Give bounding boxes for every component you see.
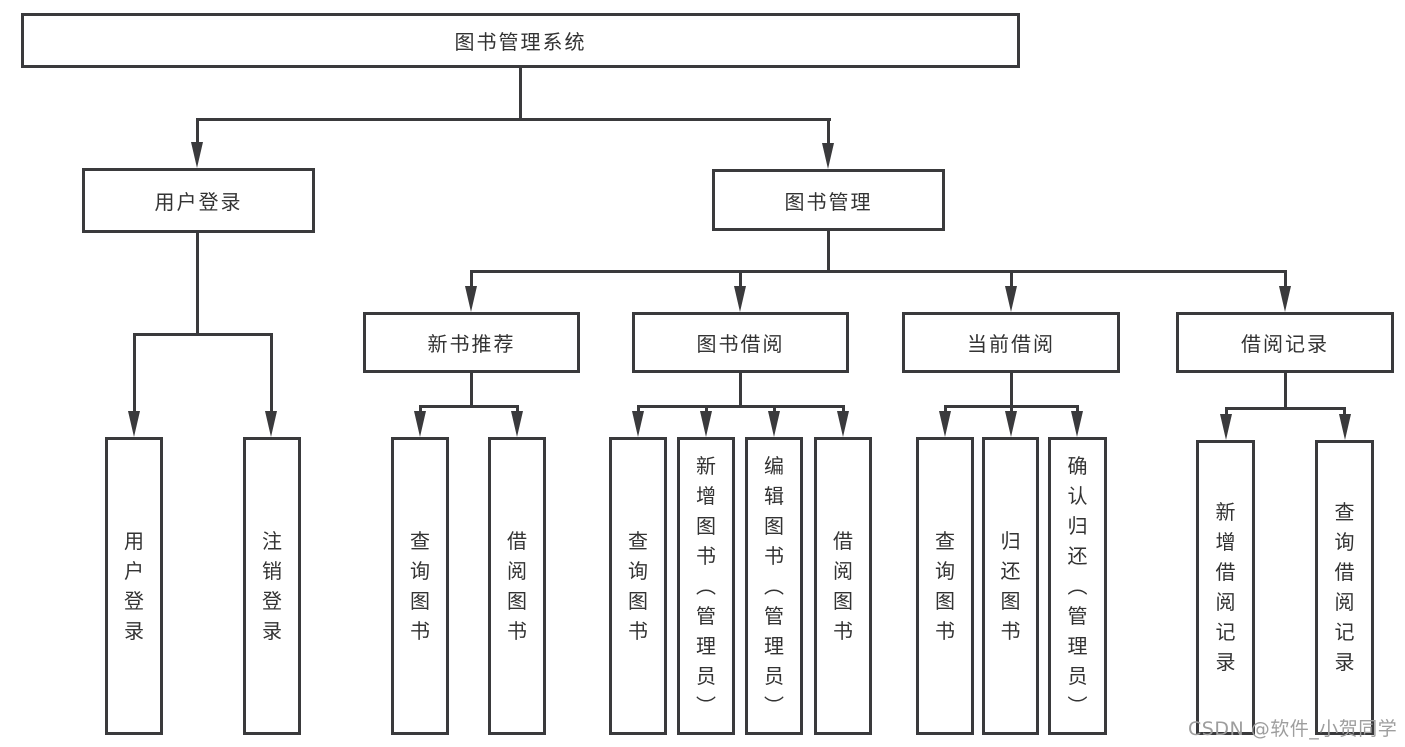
node-book-management-label: 图书管理 — [784, 189, 873, 214]
node-current-borrowing: 当前借阅 — [902, 312, 1120, 373]
node-current-borrowing-label: 当前借阅 — [967, 332, 1055, 356]
connector-line — [705, 405, 708, 415]
leaf-borrow-books-borrowing: 借阅图书 — [814, 437, 872, 735]
connector-line — [1076, 405, 1079, 415]
connector-line — [1010, 270, 1013, 288]
leaf-query-borrow-record: 查询借阅记录 — [1315, 440, 1374, 735]
connector-line — [1284, 270, 1287, 288]
connector-line — [1225, 407, 1228, 417]
arrowhead-down-icon — [837, 411, 849, 437]
connector-line — [196, 233, 199, 335]
leaf-confirm-return-admin: 确认归还︵管理员︶ — [1048, 437, 1107, 735]
leaf-logout-label: 注销登录 — [262, 528, 282, 643]
arrowhead-down-icon — [414, 411, 426, 437]
connector-line — [773, 405, 776, 415]
leaf-query-books-recommend-label: 查询图书 — [410, 528, 430, 643]
node-user-login: 用户登录 — [82, 168, 315, 233]
arrowhead-down-icon — [939, 411, 951, 437]
leaf-query-books-recommend: 查询图书 — [391, 437, 449, 735]
node-borrow-records: 借阅记录 — [1176, 312, 1394, 373]
connector-line — [133, 333, 136, 413]
connector-line — [842, 405, 845, 415]
arrowhead-down-icon — [768, 411, 780, 437]
arrowhead-down-icon — [128, 411, 140, 437]
arrowhead-down-icon — [632, 411, 644, 437]
connector-line — [827, 231, 830, 272]
leaf-return-book: 归还图书 — [982, 437, 1039, 735]
connector-line — [637, 405, 640, 415]
arrowhead-down-icon — [1339, 414, 1351, 440]
connector-line — [270, 333, 273, 413]
connector-line — [470, 270, 1287, 273]
node-new-book-recommend-label: 新书推荐 — [427, 332, 516, 356]
connector-line — [470, 270, 473, 288]
leaf-add-borrow-record: 新增借阅记录 — [1196, 440, 1255, 735]
arrowhead-down-icon — [700, 411, 712, 437]
connector-line — [516, 405, 519, 415]
connector-line — [196, 118, 199, 146]
arrowhead-down-icon — [822, 143, 834, 169]
leaf-edit-book-admin: 编辑图书︵管理员︶ — [745, 437, 803, 735]
connector-line — [637, 405, 845, 408]
node-book-borrowing-label: 图书借阅 — [696, 332, 785, 356]
arrowhead-down-icon — [1005, 286, 1017, 312]
arrowhead-down-icon — [1279, 286, 1291, 312]
leaf-query-borrow-record-label: 查询借阅记录 — [1334, 500, 1355, 674]
connector-line — [470, 373, 473, 407]
arrowhead-down-icon — [265, 411, 277, 437]
leaf-add-book-admin-label: 新增图书︵管理员︶ — [696, 453, 716, 718]
connector-line — [1010, 405, 1013, 415]
leaf-add-book-admin: 新增图书︵管理员︶ — [677, 437, 735, 735]
arrowhead-down-icon — [191, 142, 203, 168]
connector-line — [1284, 373, 1287, 409]
node-root-label: 图书管理系统 — [454, 30, 587, 54]
node-root: 图书管理系统 — [21, 13, 1020, 68]
connector-line — [739, 270, 742, 288]
leaf-user-login-label: 用户登录 — [124, 528, 144, 643]
connector-line — [133, 333, 273, 336]
connector-line — [196, 118, 831, 121]
leaf-confirm-return-admin-label: 确认归还︵管理员︶ — [1067, 453, 1088, 718]
connector-line — [519, 68, 522, 120]
connector-line — [739, 373, 742, 407]
node-new-book-recommend: 新书推荐 — [363, 312, 580, 373]
arrowhead-down-icon — [734, 286, 746, 312]
leaf-user-login: 用户登录 — [105, 437, 163, 735]
csdn-watermark: CSDN @软件_小贺同学 — [1188, 718, 1398, 740]
leaf-borrow-books-borrowing-label: 借阅图书 — [833, 528, 853, 643]
leaf-add-borrow-record-label: 新增借阅记录 — [1215, 500, 1236, 674]
arrowhead-down-icon — [1071, 411, 1083, 437]
node-user-login-label: 用户登录 — [154, 190, 243, 214]
arrowhead-down-icon — [1005, 411, 1017, 437]
connector-line — [419, 405, 422, 415]
leaf-edit-book-admin-label: 编辑图书︵管理员︶ — [764, 453, 784, 718]
leaf-borrow-books-recommend-label: 借阅图书 — [507, 528, 527, 643]
connector-line — [1010, 373, 1013, 407]
connector-line — [1343, 407, 1346, 417]
connector-line — [944, 405, 947, 415]
connector-line — [1225, 407, 1346, 410]
connector-line — [419, 405, 519, 408]
leaf-borrow-books-recommend: 借阅图书 — [488, 437, 546, 735]
arrowhead-down-icon — [465, 286, 477, 312]
leaf-query-books-current-label: 查询图书 — [935, 528, 955, 643]
node-book-borrowing: 图书借阅 — [632, 312, 849, 373]
leaf-return-book-label: 归还图书 — [1000, 528, 1021, 643]
connector-line — [827, 118, 830, 146]
leaf-query-books-borrowing: 查询图书 — [609, 437, 667, 735]
leaf-logout: 注销登录 — [243, 437, 301, 735]
leaf-query-books-borrowing-label: 查询图书 — [628, 528, 648, 643]
arrowhead-down-icon — [1220, 414, 1232, 440]
node-borrow-records-label: 借阅记录 — [1241, 332, 1329, 356]
node-book-management: 图书管理 — [712, 169, 945, 231]
arrowhead-down-icon — [511, 411, 523, 437]
leaf-query-books-current: 查询图书 — [916, 437, 974, 735]
